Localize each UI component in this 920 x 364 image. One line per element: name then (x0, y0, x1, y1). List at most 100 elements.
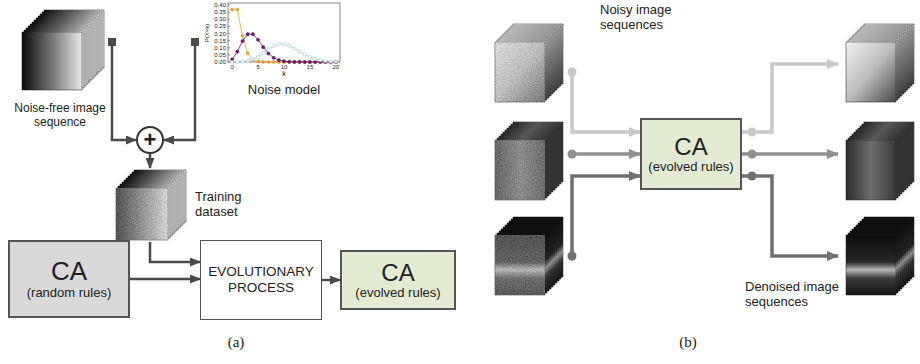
image-frame (116, 188, 168, 240)
pmf-point (288, 44, 291, 47)
flow-arrow (322, 279, 340, 282)
pmf-point (256, 60, 259, 63)
image-frame (22, 32, 82, 90)
pmf-point (231, 60, 234, 63)
pmf-point (272, 44, 275, 47)
pmf-point (293, 60, 296, 63)
flow-arrow (164, 42, 195, 140)
pmf-point (319, 59, 322, 62)
box-text: + (144, 129, 157, 151)
pmf-point (251, 58, 254, 61)
pmf-point (303, 60, 306, 63)
pmf-line (232, 34, 336, 62)
flow-dot (748, 150, 757, 159)
process-box: CA(evolved rules) (640, 118, 742, 190)
pmf-point (314, 57, 317, 60)
axis-tick: 0.15 (214, 37, 226, 44)
box-text: EVOLUTIONARY PROCESS (205, 264, 317, 295)
pmf-point (314, 60, 317, 63)
pmf-point (272, 56, 275, 59)
pmf-point (334, 60, 337, 63)
tick-mark (228, 26, 230, 27)
pmf-point (267, 52, 270, 55)
pmf-point (298, 60, 301, 63)
pmf-point (236, 60, 239, 63)
image-frame (495, 235, 545, 295)
image-node: Training dataset (112, 168, 282, 242)
image-stack (495, 24, 563, 102)
axis-tick: 0.00 (214, 59, 226, 66)
flow-arrow (572, 72, 640, 132)
pmf-point (334, 60, 337, 63)
pmf-line (232, 44, 336, 62)
pmf-point (246, 33, 249, 36)
pmf-point (251, 33, 254, 36)
image-stack (846, 24, 914, 102)
pmf-point (272, 60, 275, 63)
box-text: (evolved rules) (355, 286, 440, 301)
pmf-line (232, 10, 336, 62)
tick-mark (228, 62, 230, 63)
box-text: Noise model (248, 83, 320, 98)
pmf-point (329, 60, 332, 63)
axis-tick: 0.10 (214, 44, 226, 51)
axis-tick: 0.35 (214, 9, 226, 16)
flow-arrow (742, 64, 838, 132)
pmf-point (241, 60, 244, 63)
pmf-point (246, 59, 249, 62)
image-frame (495, 140, 545, 200)
pmf-point (298, 60, 301, 63)
plot-frame (228, 3, 340, 62)
tick-mark (228, 54, 230, 55)
box-text: Training dataset (195, 190, 282, 220)
tick-mark (228, 47, 230, 48)
tick-mark (228, 12, 230, 13)
pmf-point (303, 53, 306, 56)
image-stack (116, 170, 186, 240)
process-box: EVOLUTIONARY PROCESS (200, 240, 322, 320)
axis-tick: 0.05 (214, 51, 226, 58)
axis-tick: 20 (333, 64, 340, 71)
pmf-point (262, 51, 265, 54)
image-stack (495, 217, 563, 295)
box-heading: CA (381, 259, 414, 287)
axis-tick: 0.20 (214, 30, 226, 37)
axis-title: P(X=k) (204, 24, 211, 43)
box-heading: CA (674, 133, 707, 161)
flow-dot (748, 128, 757, 137)
image-stack (846, 122, 914, 200)
pmf-point (288, 60, 291, 63)
flow-arrow (130, 278, 200, 281)
pmf-point (308, 60, 311, 63)
pmf-point (236, 50, 239, 53)
pmf-point (314, 60, 317, 63)
flow-dot (568, 150, 577, 159)
image-stack (846, 217, 914, 295)
axis-tick: 0.25 (214, 23, 226, 30)
annotation: Noisy image sequences (600, 3, 695, 33)
pmf-point (251, 58, 254, 61)
pmf-point (324, 59, 327, 62)
sum-junction: + (136, 126, 164, 154)
box-text: Noise-free image sequence (8, 102, 112, 130)
noise-overlay (116, 188, 168, 240)
tick-mark (228, 33, 230, 34)
image-node: Noise-free image sequence (8, 8, 112, 130)
pmf-point (267, 48, 270, 51)
pmf-point (308, 60, 311, 63)
process-box: CA(random rules) (8, 240, 130, 318)
image-frame (846, 140, 896, 200)
pmf-point (262, 60, 265, 63)
pmf-point (334, 60, 337, 63)
axis-tick: 0 (230, 64, 233, 71)
axis-tick: 10 (281, 64, 288, 71)
pmf-point (293, 60, 296, 63)
axis-tick: 5 (256, 64, 259, 71)
poisson-chart (228, 3, 340, 64)
image-frame (846, 235, 896, 295)
tick-mark (228, 19, 230, 20)
noise-overlay (495, 140, 545, 200)
